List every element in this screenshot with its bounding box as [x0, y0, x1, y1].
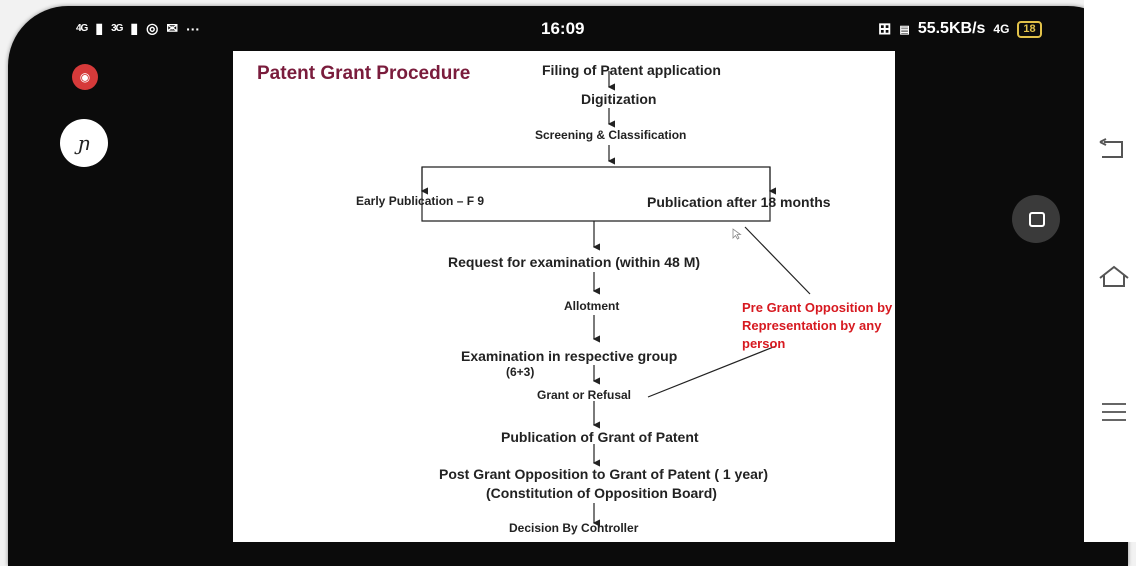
status-left: 4G ▮ 3G ▮ ◎ ✉ ··· [76, 20, 200, 37]
cursor-icon [732, 228, 742, 240]
signal-2-icon: ▮ [130, 20, 139, 36]
back-icon[interactable] [1098, 138, 1128, 162]
whatsapp-icon: ◎ [146, 20, 159, 36]
recents-icon[interactable] [1012, 195, 1060, 243]
pre-grant-annotation: Pre Grant Opposition by Representation b… [742, 300, 893, 351]
step-grant-refusal: Grant or Refusal [537, 388, 632, 402]
step-allotment: Allotment [564, 299, 620, 313]
step-decision: Decision By Controller [509, 521, 639, 535]
home-icon[interactable] [1098, 264, 1130, 288]
status-right: ⊞ ▤ 55.5KB/s 4G 18 [878, 19, 1042, 39]
step-opposition-board: (Constitution of Opposition Board) [486, 485, 717, 501]
step-post-grant: Post Grant Opposition to Grant of Patent… [439, 466, 769, 482]
mail-icon: ✉ [166, 20, 179, 36]
step-publication-18: Publication after 18 months [647, 194, 831, 210]
step-request: Request for examination (within 48 M) [448, 254, 701, 270]
network-speed: 55.5KB/s [917, 20, 986, 37]
more-notifications: ··· [186, 20, 201, 37]
step-screening: Screening & Classification [535, 128, 687, 142]
status-bar: 4G ▮ 3G ▮ ◎ ✉ ··· 16:09 ⊞ ▤ 55.5KB/s 4G … [0, 14, 1084, 48]
step-filing: Filing of Patent application [542, 62, 721, 78]
step-examination: Examination in respective group [461, 348, 678, 364]
volte-icon: ▤ [899, 23, 910, 36]
signal-1-icon: ▮ [95, 20, 104, 36]
step-digitization: Digitization [581, 91, 657, 107]
vibrate-icon: ⊞ [878, 21, 892, 38]
clock: 16:09 [541, 19, 585, 38]
pen-icon[interactable]: ɲ [60, 119, 108, 167]
signal-1-label: 4G [76, 23, 88, 34]
step-publication-grant: Publication of Grant of Patent [501, 429, 699, 445]
flow-arrows [420, 71, 811, 527]
battery-icon: 18 [1017, 20, 1042, 38]
step-early-publication: Early Publication – F 9 [356, 194, 485, 208]
network-type: 4G [993, 22, 1010, 36]
record-icon[interactable]: ◉ [72, 64, 98, 90]
slide-title: Patent Grant Procedure [257, 63, 471, 84]
signal-2-label: 3G [111, 23, 123, 34]
menu-icon[interactable] [1101, 402, 1127, 422]
slide: Patent Grant Procedure Filing of Patent … [233, 51, 895, 542]
step-examination-sub: (6+3) [506, 365, 535, 379]
